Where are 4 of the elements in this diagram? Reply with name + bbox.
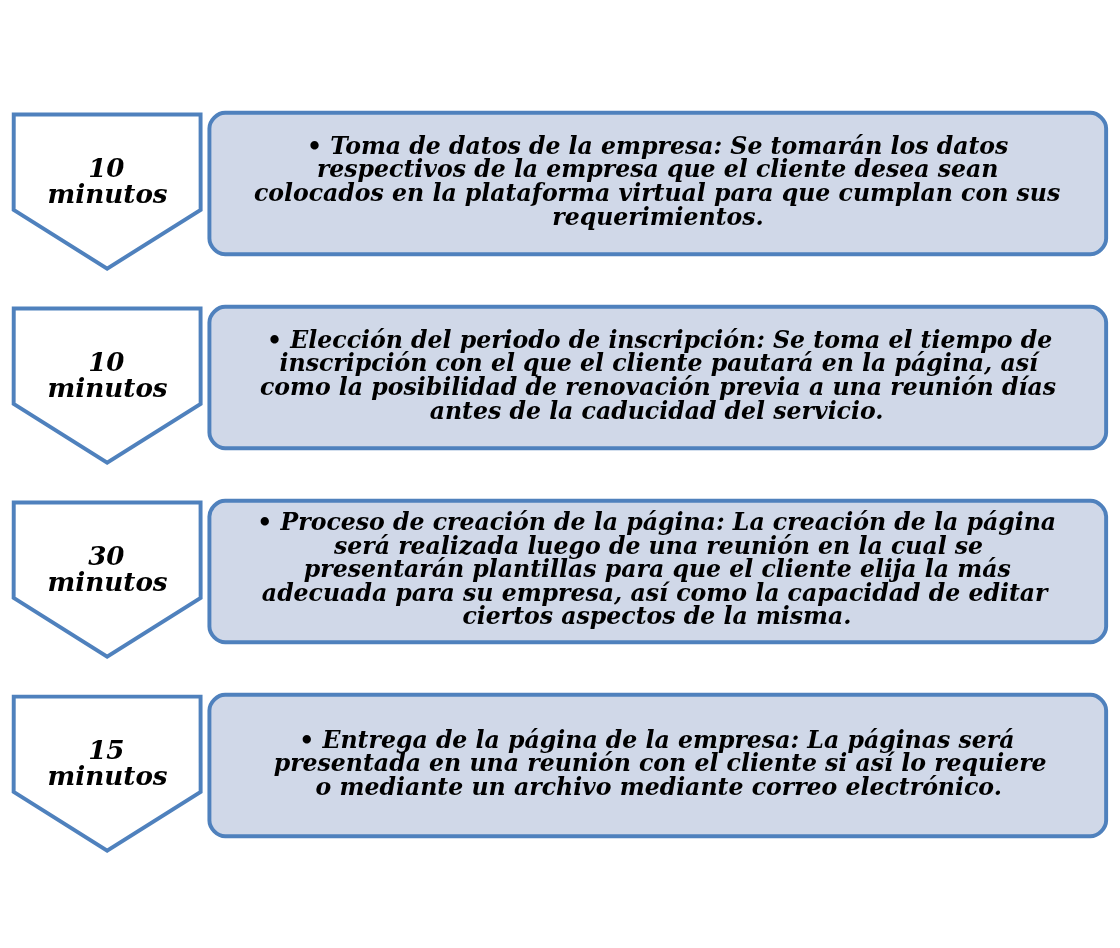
node-box: • Toma de datos de la empresa: Se tomarán los datos respectivos de la empresa que el cliente desea sean colocados en la plataforma virtual para que cumplan con sus requerimientos.	[207, 110, 1109, 256]
node-box: • Elección del periodo de inscripción: Se toma el tiempo de inscripción con el que el cliente pautará en la página, así como la posibilidad de renovación previa a una reunión días antes de la caducidad del servicio.	[207, 304, 1109, 450]
node-box: • Proceso de creación de la página: La creación de la página será realizada luego de una reunión en la cual se presentarán plantillas para que el cliente elija la más adecuada para su empresa, así como la capacidad de editar ciertos aspectos de la misma.	[207, 498, 1109, 644]
node-box: • Entrega de la página de la empresa: La páginas será presentada en una reunión con el cliente si así lo requiere o mediante un archivo mediante correo electrónico.	[207, 692, 1109, 838]
